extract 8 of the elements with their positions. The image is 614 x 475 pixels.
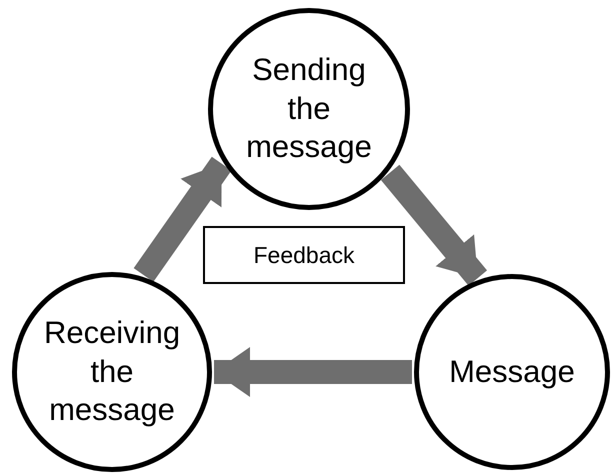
text-box xyxy=(203,226,405,284)
block-arrow xyxy=(380,164,488,286)
node-label: Feedback xyxy=(253,240,354,270)
block-arrow xyxy=(134,156,232,282)
node-label: Receiving the message xyxy=(42,314,182,430)
node-label: Sending the message xyxy=(245,50,373,166)
node-label: Message xyxy=(449,352,575,391)
block-arrow xyxy=(214,347,412,397)
